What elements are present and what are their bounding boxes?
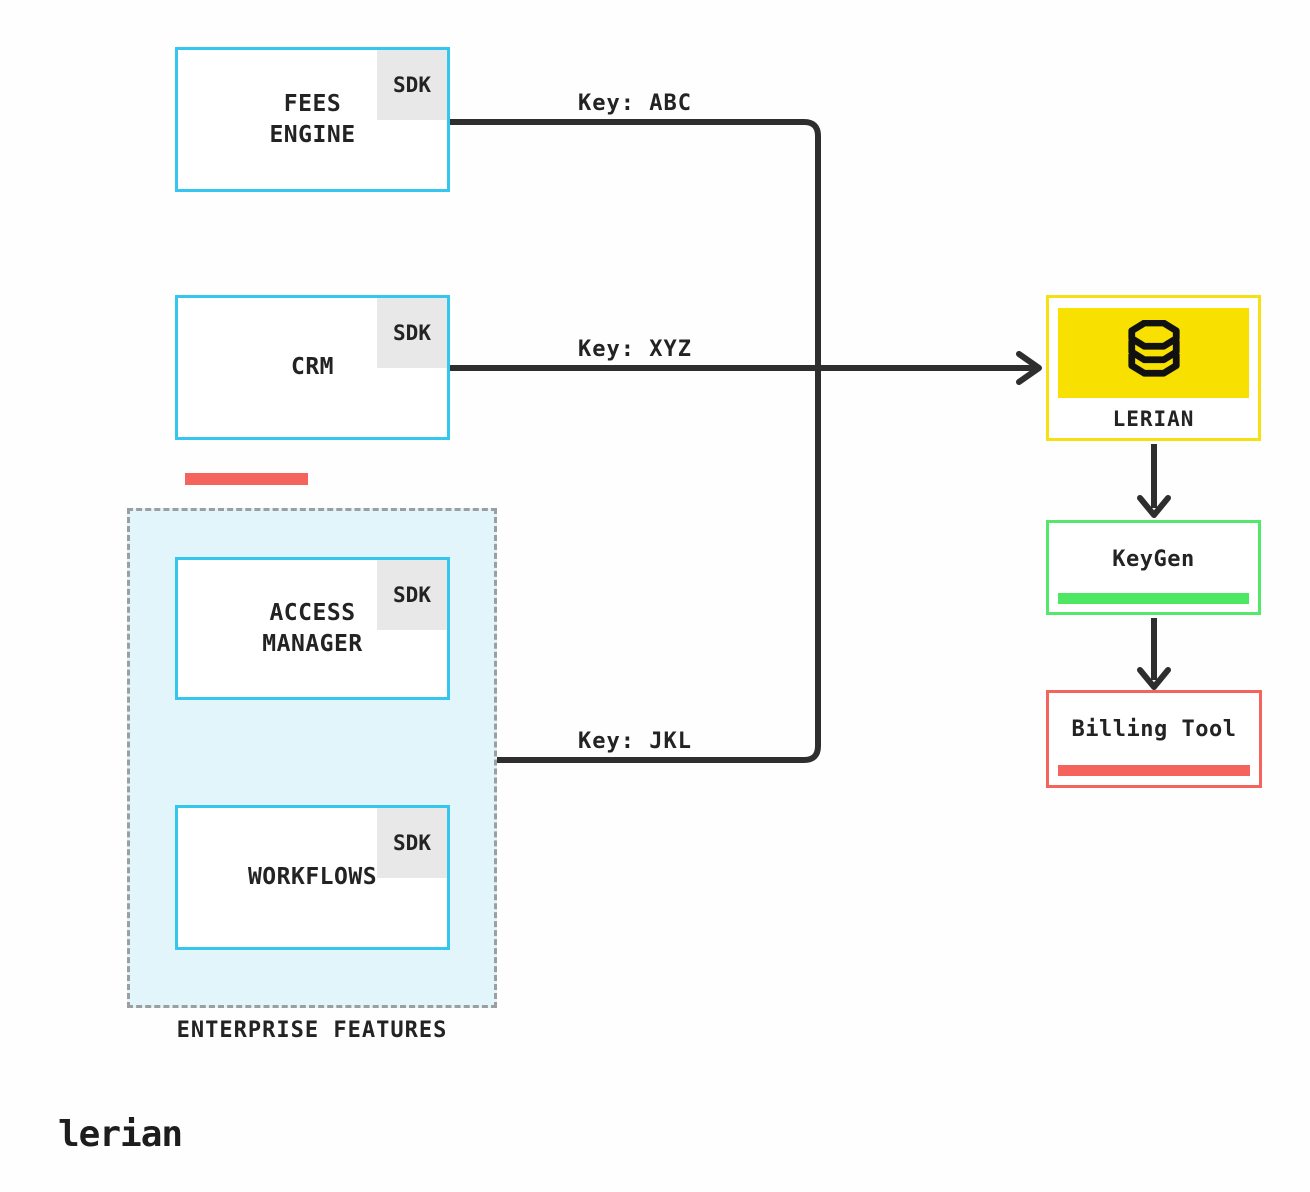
edge-label-key-xyz: Key: XYZ [578,337,692,362]
node-keygen-label: KeyGen [1112,547,1195,572]
edge-label-key-jkl: Key: JKL [578,729,692,754]
arrowhead-into-billing-icon [1137,667,1171,690]
sdk-badge: SDK [377,808,447,878]
enterprise-features-label: ENTERPRISE FEATURES [176,1018,448,1043]
node-lerian-label: LERIAN [1112,407,1195,431]
node-billing-tool-label: Billing Tool [1071,717,1237,742]
green-accent-bar [1058,593,1249,604]
node-crm: CRM SDK [175,295,450,440]
lerian-logo: lerian [58,1114,183,1155]
arrowhead-into-keygen-icon [1137,495,1171,518]
sdk-badge: SDK [377,50,447,120]
red-accent-bar [185,473,308,485]
node-fees-engine-label: FEES ENGINE [269,90,356,148]
database-icon [1127,320,1180,377]
node-lerian: LERIAN [1046,295,1261,441]
node-fees-engine: FEES ENGINE SDK [175,47,450,192]
lerian-yellow-panel [1058,308,1249,398]
node-crm-label: CRM [290,354,335,380]
node-workflows: WORKFLOWS SDK [175,805,450,950]
node-workflows-label: WORKFLOWS [247,864,378,890]
edge-enterprise-to-lerian-line [497,368,821,763]
node-billing-tool: Billing Tool [1046,690,1262,788]
edge-label-key-abc: Key: ABC [578,91,692,116]
node-access-manager: ACCESS MANAGER SDK [175,557,450,700]
red-accent-bar [1058,765,1250,776]
sdk-badge: SDK [377,560,447,630]
arrowhead-into-lerian-icon [1016,351,1042,385]
edge-fees-engine-to-lerian-line [450,119,821,368]
sdk-badge: SDK [377,298,447,368]
node-access-manager-label: ACCESS MANAGER [262,599,363,657]
node-keygen: KeyGen [1046,520,1261,615]
